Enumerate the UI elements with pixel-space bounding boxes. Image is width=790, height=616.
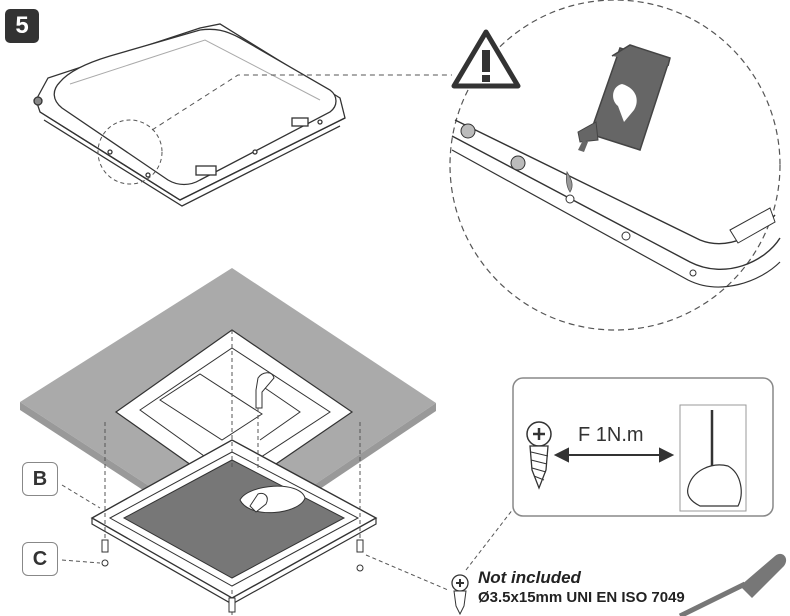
warning-icon [451,29,521,89]
detail-magnified-view [449,0,781,331]
callout-c: C [22,542,58,576]
screw-icon [526,421,552,490]
step-number: 5 [15,12,29,39]
detail-circle-small [97,119,163,185]
torque-arrow [553,447,675,463]
not-included-title: Not included [478,568,581,587]
sealant-tube-icon [577,44,671,152]
frame-screws [101,539,364,613]
screw-icon [451,574,469,616]
torque-label: F 1N.m [578,424,644,446]
screwdriver-icon [678,553,787,616]
screw-spec: Ø3.5x15mm UNI EN ISO 7049 [478,589,685,606]
detail-leader-line [151,74,452,131]
callout-b-label: B [32,467,48,490]
ceiling-panel [20,268,436,548]
callout-b: B [22,462,58,496]
step-badge: 5 [5,9,39,43]
hand-screwdriver-icon [679,404,747,512]
callout-c-label: C [32,547,48,570]
inner-frame-grille [90,439,378,605]
roof-vent-dome [33,23,346,207]
alignment-lines [61,330,521,616]
